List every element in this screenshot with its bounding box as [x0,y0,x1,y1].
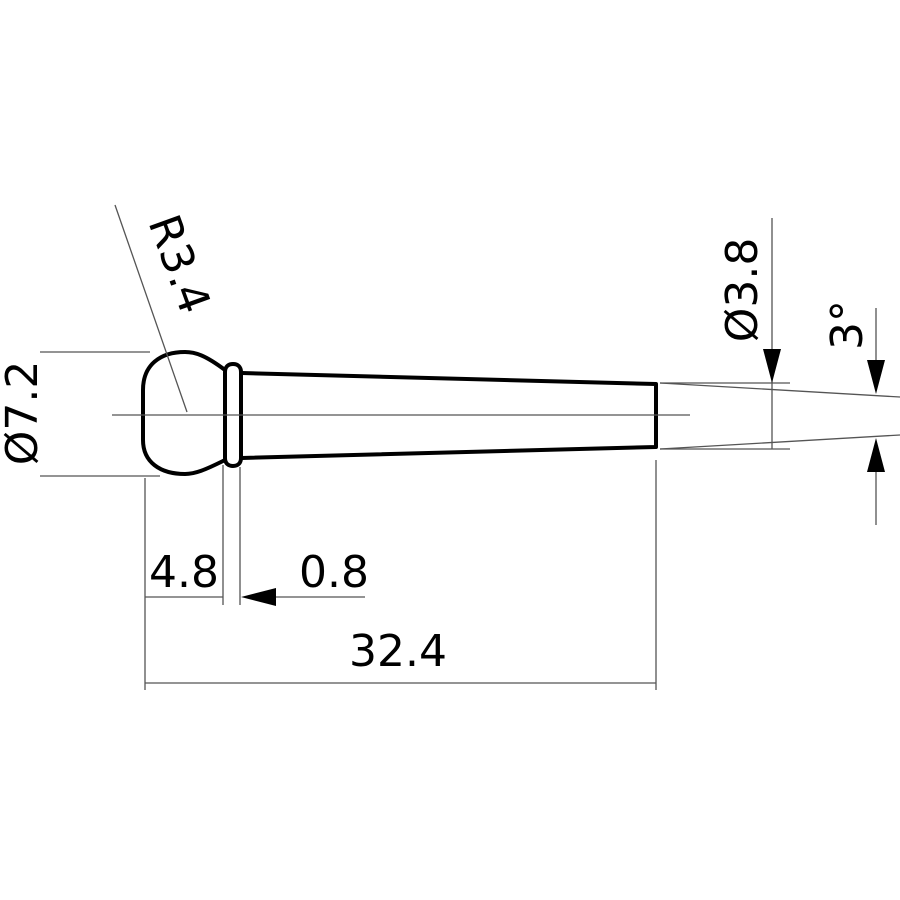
overall-length-dimension: 32.4 [145,460,657,690]
ball-head [141,350,227,476]
ball-length-dimension: 4.8 [144,465,241,690]
radius-dimension: R3.4 [114,204,220,413]
arrow-left-icon [241,588,276,606]
arrow-down-icon [867,360,885,394]
ball-length-label: 4.8 [149,547,219,598]
taper-line [659,382,900,398]
taper-angle-label: 3° [822,300,873,350]
tip-diameter-label: Ø3.8 [717,238,768,343]
arrow-up-icon [867,438,885,472]
ball-diameter-dimension: Ø7.2 [0,351,160,477]
overall-length-label: 32.4 [349,626,447,677]
ball-diameter-label: Ø7.2 [0,361,48,466]
ring-width-dimension: 0.8 [241,547,369,606]
radius-label: R3.4 [138,208,220,320]
leader-line [114,204,188,413]
taper-angle-dimension: 3° [659,300,900,525]
arrow-down-icon [763,349,781,383]
taper-line [659,434,900,450]
ring-width-label: 0.8 [299,547,369,598]
tip-diameter-dimension: Ø3.8 [660,218,790,450]
ring [223,362,243,468]
part-outline [141,350,658,476]
